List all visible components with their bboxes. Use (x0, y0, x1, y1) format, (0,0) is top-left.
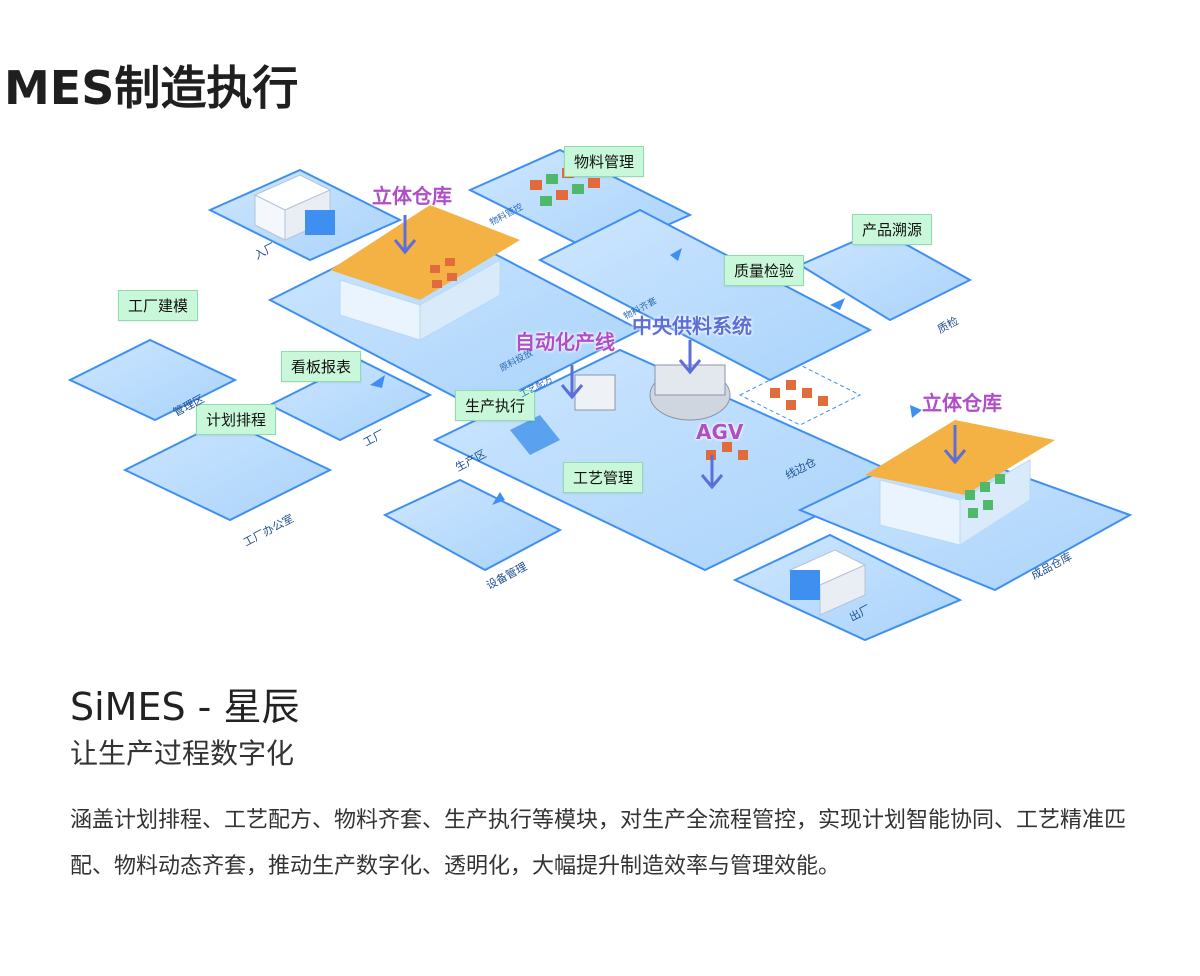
warehouse-top-building (330, 205, 520, 341)
highlight-auto-line: 自动化产线 (515, 330, 615, 354)
factory-floor-illustration (67, 148, 1133, 642)
product-description: 涵盖计划排程、工艺配方、物料齐套、生产执行等模块，对生产全流程管控，实现计划智能… (70, 808, 1127, 879)
highlight-warehouse-top: 立体仓库 (372, 184, 452, 208)
highlight-central-feed: 中央供料系统 (632, 314, 752, 338)
platform-planning (122, 418, 333, 522)
module-production-exec[interactable]: 生产执行 (455, 390, 536, 421)
location-pins (393, 215, 967, 490)
page-title: MES制造执行 (4, 61, 299, 115)
truck-outbound (788, 549, 867, 616)
highlight-warehouse-right: 立体仓库 (922, 391, 1002, 415)
module-material-mgmt[interactable]: 物料管理 (564, 146, 645, 177)
platform-equipment (382, 478, 563, 572)
module-quality-check[interactable]: 质量检验 (724, 255, 805, 286)
module-product-trace[interactable]: 产品溯源 (852, 214, 933, 245)
module-process-mgmt[interactable]: 工艺管理 (563, 462, 644, 493)
truck-inbound (253, 174, 335, 241)
production-machinery (510, 364, 731, 455)
platform-modeling (67, 338, 238, 422)
module-factory-modeling[interactable]: 工厂建模 (118, 290, 199, 321)
product-tagline: 让生产过程数字化 (70, 737, 295, 770)
factory-diagram: 物料管理 产品溯源 质量检验 工厂建模 看板报表 计划排程 生产执行 工艺管理 … (0, 130, 1200, 650)
module-planning[interactable]: 计划排程 (196, 404, 277, 435)
highlight-agv: AGV (696, 420, 744, 444)
platform-corridor (537, 208, 873, 382)
product-name: SiMES - 星辰 (70, 685, 300, 729)
flow-arrows (370, 248, 922, 505)
module-kanban-report[interactable]: 看板报表 (281, 351, 362, 382)
